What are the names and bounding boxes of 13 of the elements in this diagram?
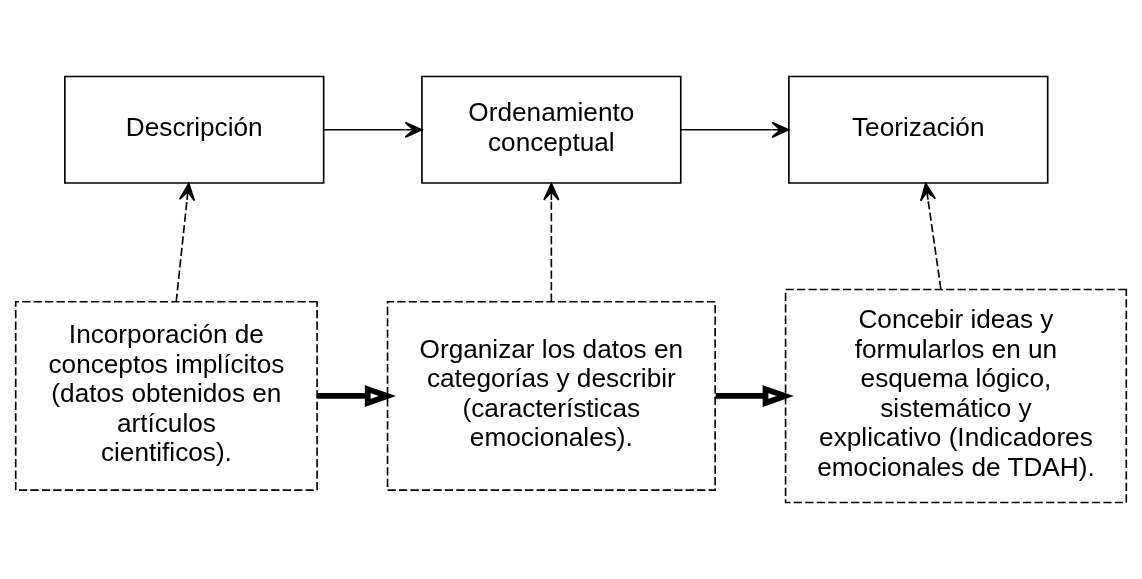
arrow	[323, 121, 423, 138]
arrow	[919, 182, 942, 290]
arrow	[175, 182, 196, 303]
arrow	[543, 182, 560, 303]
node-box: Descripción	[64, 75, 325, 184]
node-box: Incorporación de conceptos implícitos (datos obtenidos en artículos cientificos).	[14, 300, 318, 491]
arrow	[715, 385, 794, 407]
node-box: Concebir ideas y formularlos en un esquema lógico, sistemático y explicativo (Indicadores emocionales de TDAH).	[784, 288, 1128, 504]
arrow	[317, 385, 397, 407]
node-box: Ordenamiento conceptual	[421, 75, 682, 184]
node-box: Organizar los datos en categorías y describir (características emocionales).	[386, 300, 716, 491]
node-box: Teorización	[788, 75, 1049, 184]
arrow	[680, 121, 790, 138]
